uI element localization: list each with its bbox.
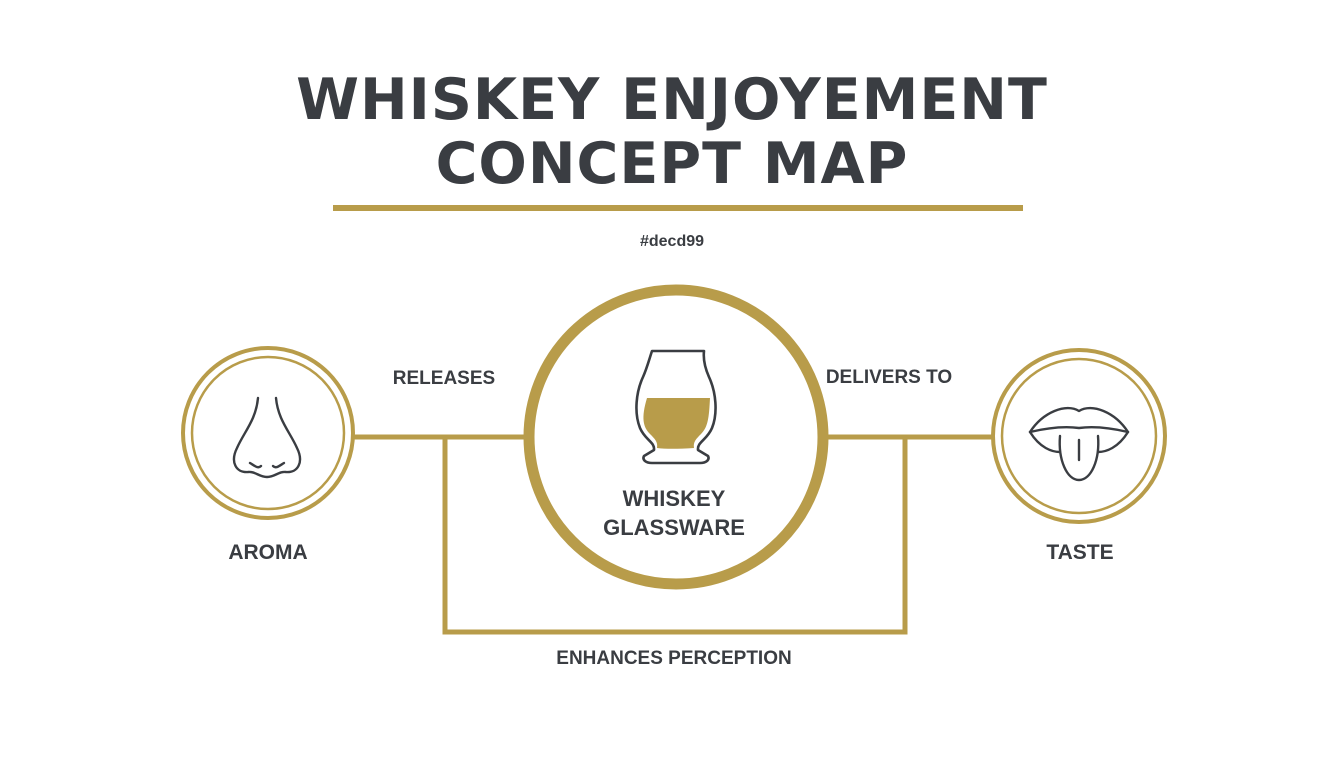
whiskey-glass-icon xyxy=(635,349,717,465)
nose-icon xyxy=(232,396,302,479)
title-line-2: CONCEPT MAP xyxy=(435,131,909,197)
delivers-to-edge-label: DELIVERS TO xyxy=(825,367,953,388)
connector-enhances-loop xyxy=(442,437,908,635)
glassware-node xyxy=(523,284,829,590)
title-line-1: WHISKEY ENJOYEMENT xyxy=(296,67,1048,133)
enhances-perception-edge-label: ENHANCES PERCEPTION xyxy=(556,648,792,669)
taste-label: TASTE xyxy=(1046,541,1114,564)
mouth-tongue-icon xyxy=(1028,406,1130,482)
color-code-label: #decd99 xyxy=(639,233,705,250)
title-underline xyxy=(333,205,1023,211)
glassware-label: WHISKEY GLASSWARE xyxy=(603,486,745,540)
aroma-node xyxy=(181,346,355,520)
aroma-label: AROMA xyxy=(228,541,308,564)
taste-node xyxy=(991,348,1167,524)
releases-edge-label: RELEASES xyxy=(392,368,496,389)
connectors xyxy=(353,434,994,635)
